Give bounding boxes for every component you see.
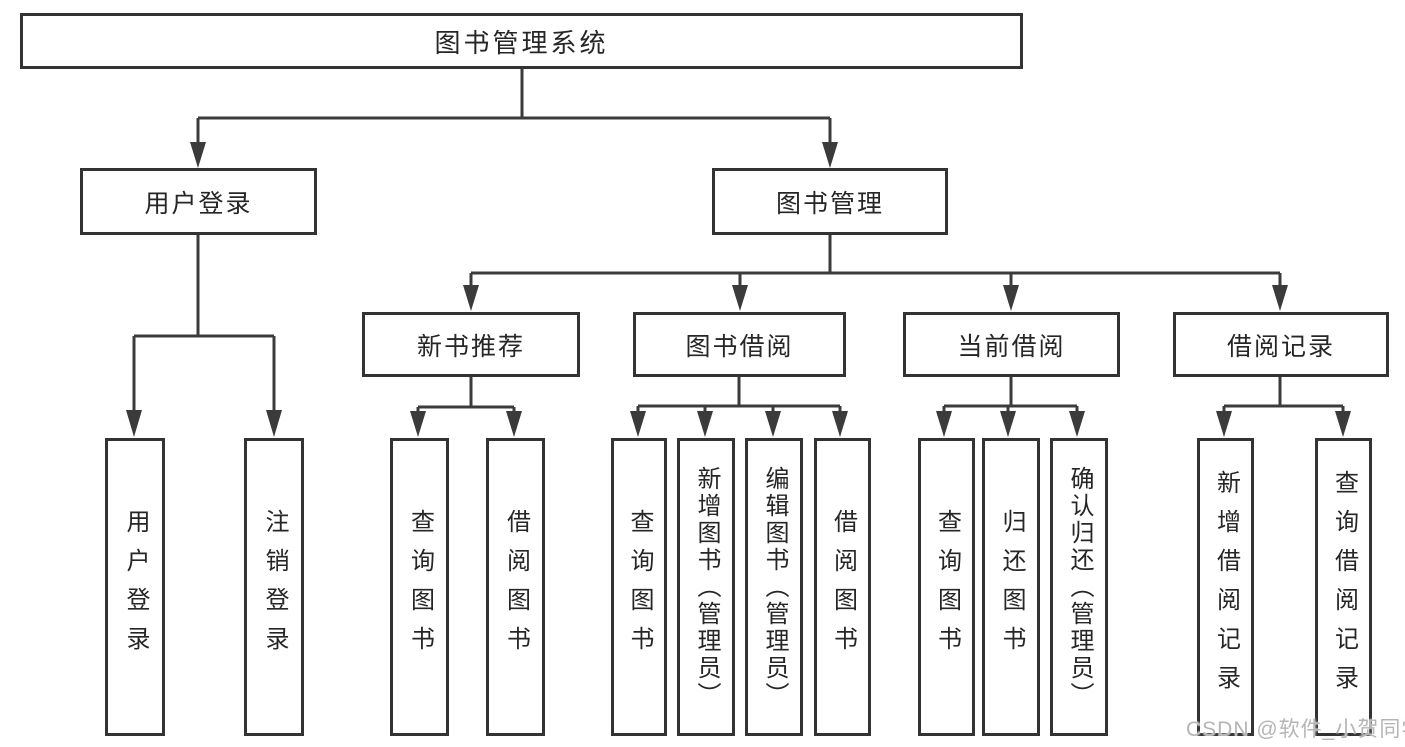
leaf-label: 归还图书 [998,509,1025,665]
leaf-label: 借阅图书 [829,509,857,665]
node-label: 图书借阅 [685,332,794,361]
leaf-borrow-books: 借阅图书 [814,438,871,736]
leaf-label: 查询图书 [406,509,434,665]
leaf-logout: 注销登录 [244,438,304,736]
leaf-label: 注销登录 [261,509,288,665]
node-label: 图书管理系统 [434,27,609,58]
leaf-label: 新增借阅记录 [1212,470,1240,704]
node-new-book-recommendation: 新书推荐 [362,312,580,377]
leaf-label: 确认归还（管理员） [1066,465,1093,709]
leaf-confirm-return-admin: 确认归还（管理员） [1050,438,1108,736]
leaf-label: 查询借阅记录 [1330,470,1358,704]
csdn-watermark: CSDN @软件_小贺同学 [1186,718,1405,741]
node-borrowing-records: 借阅记录 [1173,312,1389,377]
leaf-query-books-borrowing: 查询图书 [611,438,667,736]
leaf-add-borrow-record: 新增借阅记录 [1197,438,1254,736]
leaf-borrow-books-recommend: 借阅图书 [486,438,545,736]
leaf-edit-books-admin: 编辑图书（管理员） [745,438,803,736]
node-label: 图书管理 [775,189,884,218]
leaf-label: 借阅图书 [502,509,530,665]
leaf-query-books-recommend: 查询图书 [390,438,449,736]
leaf-label: 查询图书 [626,509,653,665]
node-book-borrowing: 图书借阅 [633,312,846,377]
leaf-user-login: 用户登录 [105,438,165,736]
leaf-query-books-current: 查询图书 [918,438,975,736]
node-current-borrowing: 当前借阅 [903,312,1120,377]
node-user-login: 用户登录 [80,168,317,235]
node-label: 借阅记录 [1226,332,1335,361]
leaf-label: 新增图书（管理员） [693,465,720,709]
leaf-label: 查询图书 [933,509,961,665]
leaf-query-borrow-record: 查询借阅记录 [1315,438,1372,736]
node-label: 用户登录 [144,189,253,218]
leaf-add-books-admin: 新增图书（管理员） [677,438,735,736]
node-book-management: 图书管理 [712,168,948,235]
leaf-label: 编辑图书（管理员） [761,465,788,709]
node-label: 当前借阅 [957,332,1066,361]
leaf-label: 用户登录 [122,509,149,665]
leaf-return-books: 归还图书 [982,438,1040,736]
node-label: 新书推荐 [416,332,525,361]
node-library-management-system: 图书管理系统 [20,13,1023,69]
